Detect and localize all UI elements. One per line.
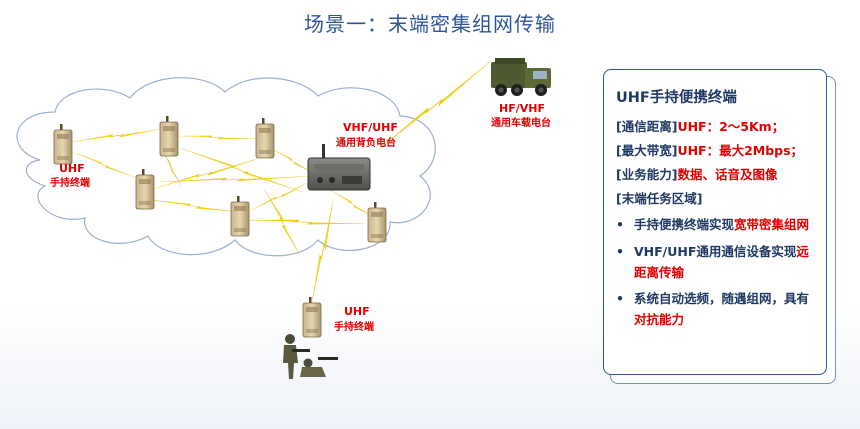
label-vehicle: HF/VHF <box>499 102 545 115</box>
handheld-radio-3 <box>255 117 275 159</box>
handheld-radio-2 <box>159 115 179 157</box>
spec-row-capability: [业务能力]数据、话音及图像 <box>616 167 818 182</box>
vehicle-radio-truck <box>491 58 551 96</box>
bullet-item: • 手持便携终端实现宽带密集组网 <box>616 215 818 236</box>
label-backpack: VHF/UHF <box>343 121 398 134</box>
bullet-item: • 系统自动选频，随遇组网，具有对抗能力 <box>616 289 818 330</box>
panel-heading: UHF手持便携终端 <box>616 90 737 106</box>
handheld-radio-5 <box>230 195 250 237</box>
bullet-text: 手持便携终端实现 <box>634 217 735 233</box>
bullet-dot: • <box>616 217 624 233</box>
handheld-radio-1 <box>53 123 73 165</box>
bullet-item: • VHF/UHF通用通信设备实现远距离传输 <box>616 242 818 283</box>
backpack-radio <box>307 144 371 191</box>
label-uhf-bottom: UHF <box>344 305 370 318</box>
spec-tag: [通信距离] <box>616 119 678 135</box>
soldier-icon <box>283 334 338 379</box>
spec-row-range: [通信距离]UHF：2～5Km； <box>616 119 818 134</box>
label-uhf-left: UHF <box>59 162 85 175</box>
bullet-text: 系统自动选频，随遇组网，具有 <box>634 291 810 307</box>
bullet-emphasis: 宽带密集组网 <box>734 217 810 233</box>
spec-value: UHF：2～5Km； <box>677 119 785 135</box>
page-title: 场景一：末端密集组网传输 <box>304 12 556 36</box>
info-panel: UHF手持便携终端 [通信距离]UHF：2～5Km； [最大带宽]UHF：最大2… <box>603 69 827 375</box>
spec-value: UHF：最大2Mbps； <box>677 143 804 159</box>
bullet-dot: • <box>616 291 624 307</box>
handheld-radio-7 <box>302 296 322 338</box>
cloud-area <box>16 77 436 257</box>
handheld-radio-6 <box>367 201 387 243</box>
spec-value: 数据、话音及图像 <box>677 167 778 183</box>
label-backpack-sub: 通用背负电台 <box>336 136 396 149</box>
bullet-emphasis: 远距离传输 <box>634 244 809 280</box>
handheld-radio-4 <box>135 168 155 210</box>
spec-tag: [末端任务区域] <box>616 191 703 207</box>
spec-tag: [最大带宽] <box>616 143 678 159</box>
label-vehicle-sub: 通用车载电台 <box>491 116 551 129</box>
spec-row-area: [末端任务区域] <box>616 191 818 206</box>
bullet-dot: • <box>616 244 624 260</box>
label-uhf-bottom-sub: 手持终端 <box>334 320 374 333</box>
spec-row-bandwidth: [最大带宽]UHF：最大2Mbps； <box>616 143 818 158</box>
diagram-labels: UHF 手持终端 VHF/UHF 通用背负电台 HF/VHF 通用车载电台 UH… <box>50 102 551 333</box>
bullet-text: VHF/UHF通用通信设备实现 <box>634 244 797 260</box>
label-uhf-left-sub: 手持终端 <box>50 176 90 189</box>
spec-tag: [业务能力] <box>616 167 678 183</box>
bullet-emphasis: 对抗能力 <box>634 311 685 327</box>
